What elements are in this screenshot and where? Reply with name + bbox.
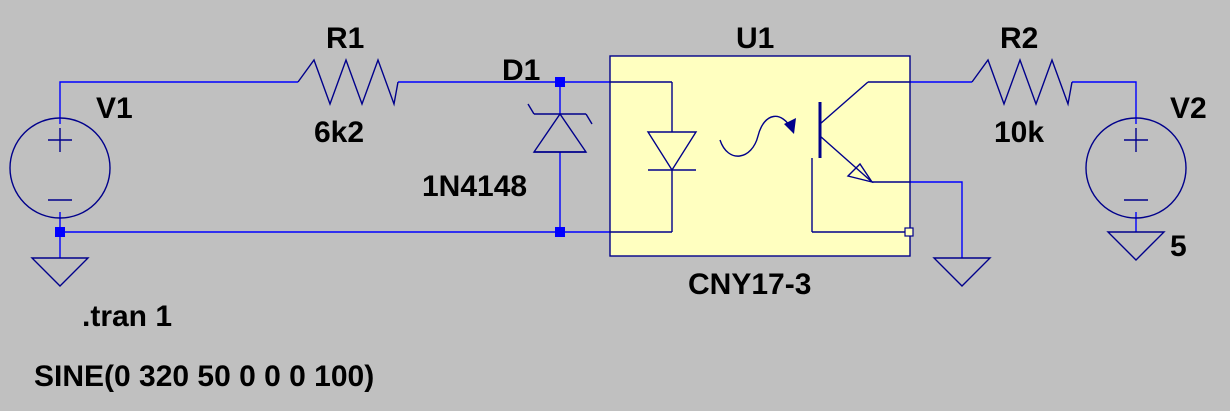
ground-icon-u1-emitter: [932, 257, 992, 287]
resistor-zigzag-icon: [297, 57, 399, 107]
diode-triangle-icon: [532, 112, 588, 153]
source-directive[interactable]: SINE(0 320 50 0 0 0 100): [34, 360, 374, 393]
transistor-emitter-arrow-icon: [846, 162, 874, 184]
u1-ref-label: U1: [736, 22, 774, 55]
v1-ref-label: V1: [96, 92, 133, 125]
d1-value-label: 1N4148: [422, 170, 527, 203]
r1-value-label: 6k2: [314, 116, 364, 149]
d1-ref-label: D1: [502, 54, 540, 87]
light-wave-icon: [719, 115, 793, 157]
wires: [59, 81, 1137, 258]
ground-icon-v2: [1106, 231, 1166, 261]
junctions: [55, 77, 565, 237]
unconnected-pin-icon: [904, 227, 914, 237]
source-circle-icon: [1085, 117, 1187, 219]
r2-value-label: 10k: [994, 116, 1044, 149]
resistor-zigzag-icon: [971, 57, 1073, 107]
r2-ref-label: R2: [1000, 22, 1038, 55]
resistor-r1[interactable]: [297, 57, 399, 107]
junction-dot: [555, 77, 565, 87]
wire-ground-led-cathode[interactable]: [60, 172, 673, 233]
junction-dot: [55, 227, 65, 237]
wire-r2-v2[interactable]: [1072, 81, 1137, 124]
resistor-r2[interactable]: [971, 57, 1073, 107]
light-arrowhead-icon: [784, 118, 796, 134]
voltage-source-v1[interactable]: [9, 117, 111, 219]
v2-ref-label: V2: [1170, 92, 1207, 125]
source-circle-icon: [9, 117, 111, 219]
ground-icon-v1: [30, 257, 90, 287]
voltage-source-v2[interactable]: [1085, 117, 1187, 219]
junction-dot: [555, 227, 565, 237]
optocoupler-body: [609, 55, 911, 257]
optocoupler-u1[interactable]: [609, 55, 914, 257]
transistor-collector-icon: [819, 81, 869, 125]
wire-v1-r1[interactable]: [59, 81, 298, 124]
diode-d1[interactable]: [527, 103, 593, 153]
transistor-emitter-icon: [819, 135, 873, 183]
tran-directive[interactable]: .tran 1: [82, 300, 172, 333]
v2-value-label: 5: [1170, 230, 1187, 263]
r1-ref-label: R1: [326, 22, 364, 55]
u1-value-label: CNY17-3: [688, 268, 811, 301]
